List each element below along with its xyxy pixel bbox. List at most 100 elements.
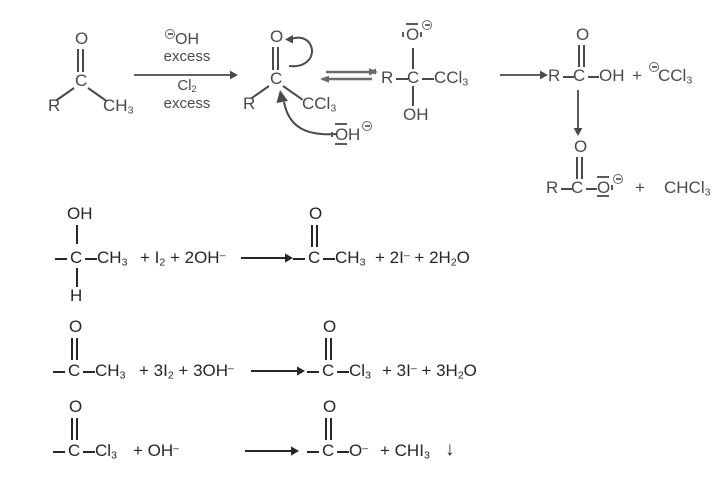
excess-label-bottom: excess — [163, 94, 211, 112]
eq2-methyl-text: CH — [95, 361, 120, 380]
eq2-reaction-arrow — [251, 366, 305, 376]
chlorine-label: Cl2 — [137, 78, 237, 95]
eq1-left-stub-bond — [55, 258, 67, 260]
methyl-group-label: CH3 — [103, 97, 133, 116]
lone-pair-dot-left-2 — [402, 32, 404, 37]
methyl-subscript: 3 — [127, 104, 134, 117]
lone-pair-over-oxygen — [335, 123, 347, 125]
eq1-methyl-label: CH3 — [97, 249, 127, 268]
r-group-label-3: R — [381, 68, 394, 87]
eq3-product-carbonyl-oxygen-label: O — [323, 397, 337, 416]
eq1-bond-oh-to-c — [76, 225, 78, 244]
carbonyl-double-bond-2 — [272, 47, 279, 70]
eq3-product-o-text: O — [349, 441, 363, 460]
equilibrium-arrows — [320, 68, 378, 83]
ccl3-text-2: CCl — [434, 68, 463, 87]
alkoxide-oxygen-group: O — [402, 20, 450, 48]
eq1-top-hydroxyl-label: OH — [67, 204, 93, 223]
carbonyl-carbon-label-2: C — [270, 69, 283, 88]
negative-charge-icon-3 — [422, 20, 432, 30]
reactant-methyl-ketone: O C R CH3 — [48, 30, 145, 116]
trichloromethyl-ketone-intermediate: O C R CCl3 — [243, 27, 385, 153]
eq1-product-methyl-text: CH — [335, 248, 360, 267]
eq3-left-stub-bond — [53, 451, 65, 453]
eq1-product-methyl-label: CH3 — [335, 249, 365, 268]
eq2-product-cl-text: Cl — [349, 361, 366, 380]
methyl-text: CH — [103, 96, 128, 115]
carboxylate-anion-oxygen-label: O — [597, 178, 611, 197]
lone-pair-under-oxygen — [335, 143, 347, 145]
eq2-products-tail: + 3I– + 3H2O — [382, 361, 477, 382]
eq2-bond-c-to-methyl — [83, 371, 95, 373]
r-group-label: R — [48, 96, 61, 115]
tetrahedral-intermediate: O R C CCl3 OH — [381, 20, 510, 132]
bond-c-to-ccl3-2 — [422, 78, 434, 80]
lone-pair-over-oxygen-2 — [406, 23, 418, 25]
equation-1: OH C H CH3 + I2 + 2OH– O C CH3 + 2I– + 2… — [55, 204, 715, 304]
carbonyl-carbon-label: C — [75, 71, 88, 90]
curly-arrow-hydroxide-attack — [276, 90, 338, 136]
ccl3-subscript: 3 — [330, 102, 337, 115]
eq3-carbon-label: C — [68, 441, 81, 460]
reaction-arrow-2 — [500, 70, 548, 80]
lone-pair-over-anion-oxygen — [597, 176, 609, 178]
hydroxide-nucleophile: O OH H — [331, 121, 383, 149]
plus-sign-2: + — [635, 178, 645, 197]
r-group-label-2: R — [243, 94, 256, 113]
carboxylate-carbonyl-oxygen-label: O — [574, 137, 588, 156]
alkoxide-oxygen-label: O — [406, 25, 420, 44]
bond-c-to-oh-vertical — [412, 86, 414, 106]
eq1-product-methyl-subscript: 3 — [359, 256, 366, 269]
bond-r-to-c-2 — [563, 76, 574, 78]
equation-3: O C Cl3 + OH– O C O– + CHI3 ↓ — [53, 397, 715, 468]
eq3-product-bond-c-to-o — [337, 451, 349, 453]
carbonyl-oxygen-label-2: O — [270, 27, 284, 46]
eq3-product-anion-oxygen-label: O– — [349, 442, 368, 459]
ccl3-subscript-2: 3 — [462, 76, 469, 89]
ccl3-text: CCl — [302, 94, 331, 113]
eq2-methyl-label: CH3 — [95, 362, 125, 381]
acid-carbon-label: C — [573, 66, 586, 85]
acid-carbonyl-double-bond — [578, 45, 585, 67]
excess-label-top: excess — [163, 48, 211, 65]
reagent-chlorine: Cl2 excess — [137, 78, 237, 111]
carboxylate-product: O R C O + CHCl3 — [537, 138, 712, 198]
carboxylate-carbon-label: C — [571, 178, 584, 197]
eq3-bond-c-to-cl3 — [83, 451, 95, 453]
eq1-product-carbon-label: C — [308, 248, 321, 267]
eq1-bond-c-to-h — [76, 268, 78, 287]
ccl3-anion-subscript: 3 — [686, 74, 693, 87]
eq1-bond-c-to-methyl — [85, 258, 97, 260]
equation-2: O C CH3 + 3I2 + 3OH– O C Cl3 + 3I– + 3H2… — [53, 318, 715, 388]
eq3-product-o-charge: – — [362, 442, 369, 455]
eq3-products-tail: + CHI3 — [380, 441, 430, 462]
reagent-hydroxide: OH excess — [137, 28, 237, 64]
hydroxyl-label: OH — [403, 105, 429, 124]
eq3-product-left-stub-bond — [307, 451, 319, 453]
eq1-central-carbon-label: C — [70, 248, 83, 267]
reaction-arrow-downward — [573, 90, 583, 136]
eq3-trichloride-label: Cl3 — [95, 442, 117, 461]
eq3-cl-subscript: 3 — [111, 449, 117, 462]
eq3-product-double-bond — [325, 418, 332, 440]
plus-sign-1: + — [632, 66, 642, 85]
scheme-1-mechanism: O C R CH3 OH — [0, 0, 716, 205]
bond-r-to-c — [396, 78, 408, 80]
eq2-left-stub-bond — [53, 371, 65, 373]
curly-arrow-pi-to-oxygen — [285, 35, 313, 68]
eq1-product-double-bond — [311, 225, 318, 247]
eq3-reagents: + OH– — [133, 441, 180, 460]
eq2-product-cl-subscript: 3 — [365, 369, 371, 382]
eq2-double-bond — [71, 338, 78, 360]
eq2-product-left-stub-bond — [307, 371, 319, 373]
eq1-reaction-arrow — [241, 253, 293, 263]
eq3-reaction-arrow — [245, 446, 299, 456]
r-group-label-4: R — [548, 66, 561, 85]
chcl3-text: CHCl — [664, 178, 705, 197]
central-carbon-label: C — [407, 68, 420, 87]
eq1-product-carbonyl-oxygen-label: O — [309, 204, 323, 223]
trichloromethyl-label: CCl3 — [302, 95, 336, 114]
reagent-arrow-block-1: OH excess Cl2 excess — [134, 28, 238, 123]
bond-o-to-c-vertical — [412, 48, 414, 69]
